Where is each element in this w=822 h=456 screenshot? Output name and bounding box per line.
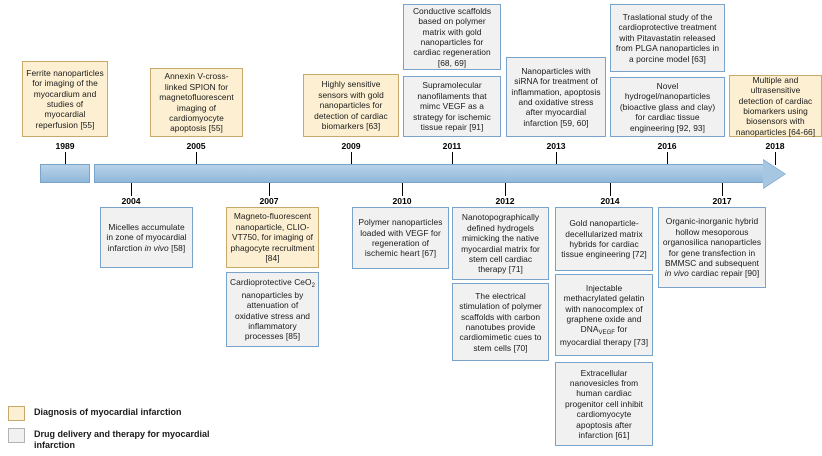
year-label-2004: 2004 bbox=[121, 196, 141, 206]
event-box-2014-c: Extracellular nanovesicles from human ca… bbox=[555, 362, 653, 446]
event-box-2018: Multiple and ultrasensitive detection of… bbox=[729, 75, 822, 137]
year-label-2011: 2011 bbox=[442, 141, 462, 151]
year-label-2017: 2017 bbox=[712, 196, 732, 206]
legend-swatch-diagnosis bbox=[8, 406, 25, 421]
event-text: Organic-inorganic hybrid hollow mesoporo… bbox=[662, 216, 762, 279]
tick-2004 bbox=[131, 183, 132, 196]
tick-2014 bbox=[610, 183, 611, 196]
event-text: Polymer nanoparticles loaded with VEGF f… bbox=[358, 217, 443, 259]
tick-2011 bbox=[452, 152, 453, 165]
event-box-2016-a: Traslational study of the cardioprotecti… bbox=[610, 4, 725, 72]
event-box-2005: Annexin V-cross-linked SPION for magneto… bbox=[150, 68, 243, 137]
timeline-bar-segment-main bbox=[94, 164, 764, 183]
tick-2012 bbox=[505, 183, 506, 196]
year-label-2013: 2013 bbox=[546, 141, 566, 151]
year-label-2018: 2018 bbox=[765, 141, 785, 151]
tick-2016 bbox=[667, 152, 668, 165]
event-box-1989: Ferrite nanoparticles for imaging of the… bbox=[22, 61, 108, 137]
event-box-2012-b: The electrical stimulation of polymer sc… bbox=[452, 283, 549, 361]
event-box-2014-b: Injectable methacrylated gelatin with na… bbox=[555, 274, 653, 356]
event-text: Magneto-fluorescent nanoparticle, CLIO-V… bbox=[230, 211, 315, 264]
year-label-2014: 2014 bbox=[600, 196, 620, 206]
event-box-2004: Micelles accumulate in zone of myocardia… bbox=[100, 207, 193, 268]
event-text: Supramolecular nanofilaments that mimc V… bbox=[413, 80, 491, 133]
event-text: Highly sensitive sensors with gold nanop… bbox=[314, 79, 388, 132]
tick-2009 bbox=[351, 152, 352, 165]
event-box-2014-a: Gold nanoparticle-decellularized matrix … bbox=[555, 207, 653, 271]
event-text: The electrical stimulation of polymer sc… bbox=[459, 290, 542, 353]
event-box-2017: Organic-inorganic hybrid hollow mesoporo… bbox=[658, 207, 766, 288]
year-label-2005: 2005 bbox=[186, 141, 206, 151]
tick-2005 bbox=[196, 152, 197, 165]
event-text: Injectable methacrylated gelatin with na… bbox=[559, 282, 649, 347]
tick-2017 bbox=[722, 183, 723, 196]
year-label-2009: 2009 bbox=[341, 141, 361, 151]
event-box-2007-a: Magneto-fluorescent nanoparticle, CLIO-V… bbox=[226, 207, 319, 268]
tick-2010 bbox=[402, 183, 403, 196]
event-box-2011-a: Conductive scaffolds based on polymer ma… bbox=[403, 4, 501, 70]
legend-swatch-drug bbox=[8, 428, 25, 443]
event-text: Cardioprotective CeO2 nanoparticles by a… bbox=[230, 277, 315, 342]
event-box-2013: Nanoparticles with siRNA for treatment o… bbox=[506, 57, 606, 137]
event-text: Nanoparticles with siRNA for treatment o… bbox=[511, 65, 601, 128]
year-label-2012: 2012 bbox=[495, 196, 515, 206]
event-box-2009: Highly sensitive sensors with gold nanop… bbox=[303, 74, 399, 137]
event-text: Nanotopographically defined hydrogels mi… bbox=[461, 212, 540, 275]
event-text: Traslational study of the cardioprotecti… bbox=[615, 11, 720, 64]
year-label-2007: 2007 bbox=[259, 196, 279, 206]
event-text: Multiple and ultrasensitive detection of… bbox=[735, 74, 816, 137]
legend-label-drug: Drug delivery and therapy for myocardial… bbox=[34, 429, 210, 450]
event-box-2007-b: Cardioprotective CeO2 nanoparticles by a… bbox=[226, 272, 319, 347]
event-text: Annexin V-cross-linked SPION for magneto… bbox=[159, 71, 234, 134]
tick-1989 bbox=[65, 152, 66, 165]
legend-item-diagnosis: Diagnosis of myocardial infarction bbox=[8, 406, 182, 421]
event-box-2011-b: Supramolecular nanofilaments that mimc V… bbox=[403, 76, 501, 137]
event-text: Novel hydrogel/nanoparticles (bioactive … bbox=[619, 80, 716, 133]
event-text: Conductive scaffolds based on polymer ma… bbox=[412, 5, 492, 68]
event-box-2016-b: Novel hydrogel/nanoparticles (bioactive … bbox=[610, 77, 725, 137]
legend-item-drug: Drug delivery and therapy for myocardial… bbox=[8, 428, 258, 451]
event-text: Micelles accumulate in zone of myocardia… bbox=[106, 221, 187, 253]
event-text: Gold nanoparticle-decellularized matrix … bbox=[561, 218, 647, 260]
legend-label-diagnosis: Diagnosis of myocardial infarction bbox=[34, 407, 182, 417]
event-text: Ferrite nanoparticles for imaging of the… bbox=[26, 67, 104, 130]
event-box-2012-a: Nanotopographically defined hydrogels mi… bbox=[452, 207, 549, 280]
year-label-2010: 2010 bbox=[392, 196, 412, 206]
year-label-1989: 1989 bbox=[55, 141, 75, 151]
event-text: Extracellular nanovesicles from human ca… bbox=[565, 367, 643, 441]
year-label-2016: 2016 bbox=[657, 141, 677, 151]
tick-2007 bbox=[269, 183, 270, 196]
legend: Diagnosis of myocardial infarction Drug … bbox=[8, 406, 268, 452]
tick-2013 bbox=[556, 152, 557, 165]
timeline-arrow-head bbox=[763, 159, 785, 188]
event-box-2010: Polymer nanoparticles loaded with VEGF f… bbox=[352, 207, 449, 269]
timeline-bar-segment-start bbox=[40, 164, 90, 183]
